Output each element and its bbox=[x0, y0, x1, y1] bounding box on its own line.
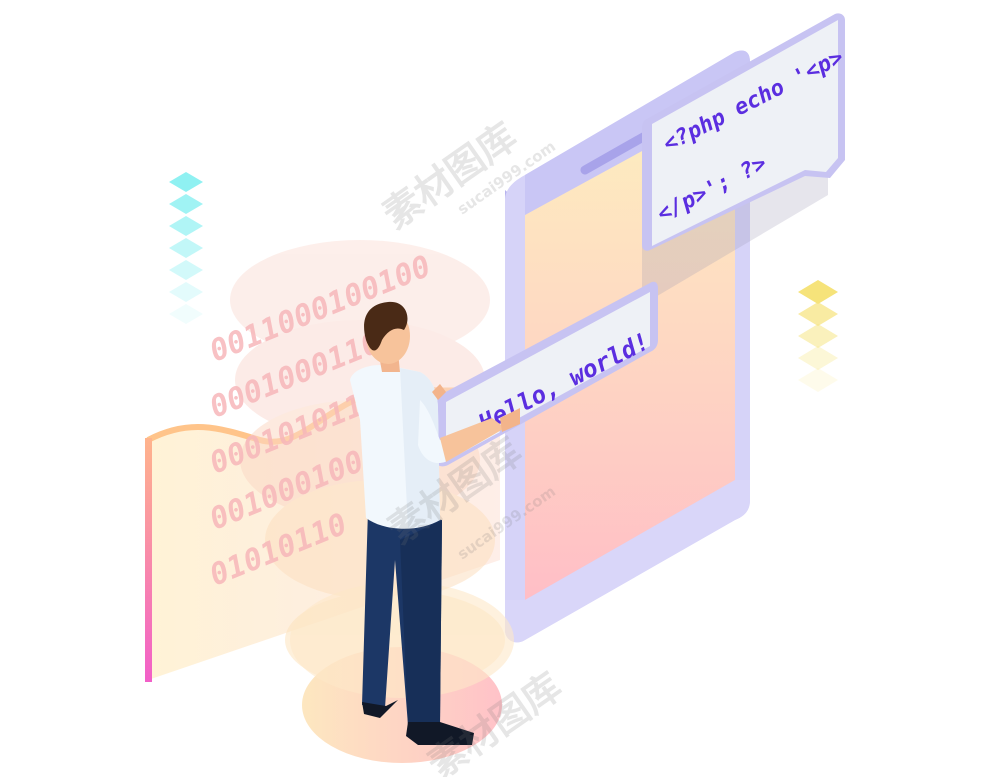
diamond-stack-yellow bbox=[798, 280, 838, 392]
diamond-stack-cyan bbox=[169, 172, 203, 324]
person-figure bbox=[350, 301, 520, 745]
code-bubble: <?php echo '<p> </p>'; ?> bbox=[642, 13, 848, 305]
